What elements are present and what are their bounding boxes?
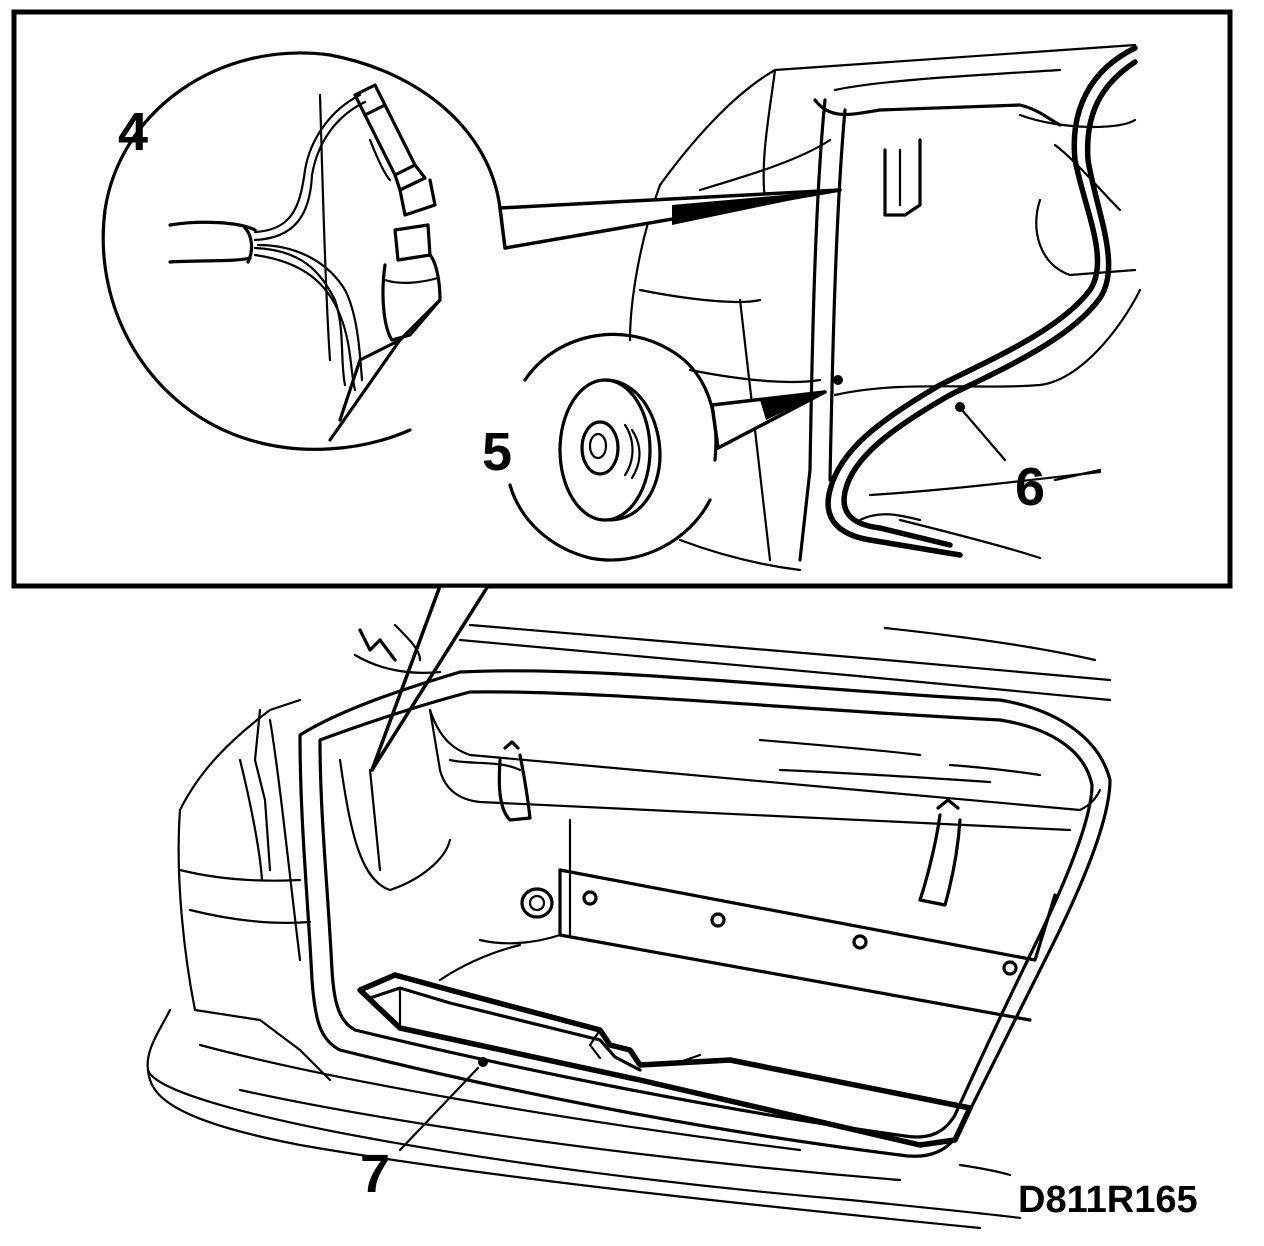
fastener-hole [582, 890, 598, 906]
fastener-dot [833, 375, 843, 385]
fastener-hole [710, 912, 726, 928]
callout-7: 7 [360, 1144, 390, 1204]
trunk-overview [146, 623, 1112, 1230]
callout-6: 6 [1015, 457, 1045, 517]
inset-pointer [370, 584, 490, 772]
floor-grommet [520, 887, 554, 919]
figure-code: D811R165 [1018, 1179, 1198, 1221]
leader-6 [960, 408, 1007, 462]
trim-dot [478, 1057, 488, 1067]
fastener-hole [1002, 960, 1018, 976]
detail-4-connector [101, 51, 842, 451]
callout-5: 5 [482, 422, 512, 482]
leader-7 [398, 1066, 480, 1152]
callout-4: 4 [118, 102, 148, 162]
detail-inset-frame [11, 9, 1233, 589]
leader-6b [1053, 468, 1102, 482]
detail-5-grommet [508, 332, 827, 562]
fastener-hole [852, 934, 868, 950]
inset-trunk-corner [628, 43, 1142, 572]
